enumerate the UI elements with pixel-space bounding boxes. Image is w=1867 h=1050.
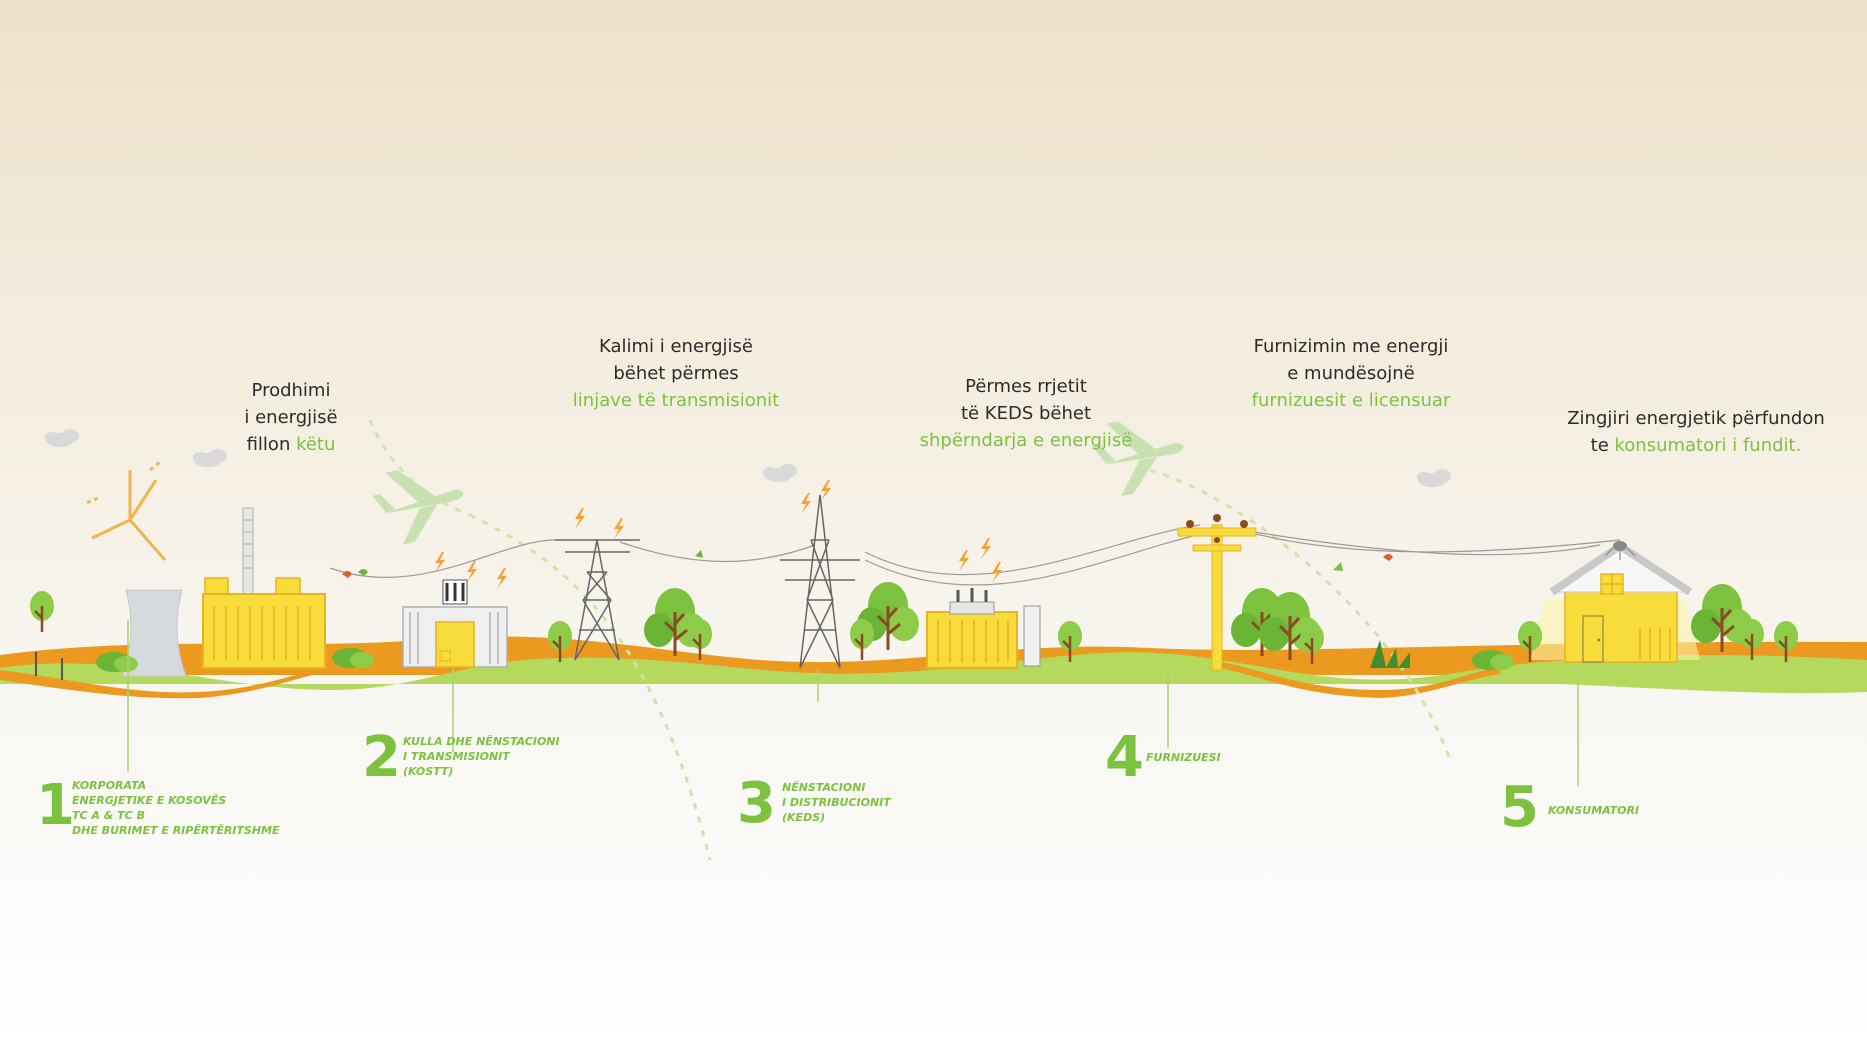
house-icon — [1530, 541, 1700, 662]
step-label-line: KONSUMATORI — [1548, 803, 1639, 818]
caption-highlight: këtu — [296, 434, 335, 455]
caption-line: të KEDS bëhet — [886, 400, 1166, 427]
step-number: 5 — [1500, 780, 1539, 836]
caption-consumer: Zingjiri energjetik përfundon te konsuma… — [1546, 405, 1846, 459]
lightning-bolt-icon — [575, 508, 624, 539]
cloud-icon — [45, 429, 79, 447]
tree-icon — [30, 591, 54, 632]
step-number: 4 — [1105, 730, 1144, 786]
caption-distribution: Përmes rrjetit të KEDS bëhet shpërndarja… — [886, 373, 1166, 454]
lightning-bolt-icon — [801, 480, 831, 514]
transmission-substation-icon — [403, 580, 507, 667]
step-number: 1 — [36, 778, 75, 834]
step-label: KONSUMATORI — [1548, 803, 1639, 818]
airplane-icon — [368, 458, 471, 549]
caption-highlight: linjave të transmisionit — [536, 387, 816, 414]
cloud-icon — [763, 464, 797, 482]
step-label-line: I DISTRIBUCIONIT — [782, 795, 891, 810]
step-number: 2 — [362, 730, 401, 786]
caption-line: i energjisë — [191, 404, 391, 431]
caption-production: Prodhimi i energjisë fillon këtu — [191, 377, 391, 458]
caption-line: Zingjiri energjetik përfundon — [1546, 405, 1846, 432]
step-label-line: FURNIZUESI — [1146, 750, 1221, 765]
caption-highlight: furnizuesit e licensuar — [1216, 387, 1486, 414]
step-label-line: KULLA DHE NËNSTACIONI — [403, 734, 560, 749]
caption-line: fillon këtu — [191, 431, 391, 458]
caption-line: Kalimi i energjisë — [536, 333, 816, 360]
caption-line: te konsumatori i fundit. — [1546, 432, 1846, 459]
caption-line: e mundësojnë — [1216, 360, 1486, 387]
caption-line: Prodhimi — [191, 377, 391, 404]
step-label-line: I TRANSMISIONIT — [403, 749, 560, 764]
caption-highlight: shpërndarja e energjisë — [886, 427, 1166, 454]
step-label-line: (KOSTT) — [403, 764, 560, 779]
caption-highlight: konsumatori i fundit. — [1615, 435, 1802, 456]
wind-turbine-icon — [84, 462, 165, 560]
transmission-tower-icon — [780, 495, 860, 668]
caption-line: bëhet përmes — [536, 360, 816, 387]
step-label-line: DHE BURIMET E RIPËRTËRITSHME — [72, 823, 280, 838]
cloud-icon — [1417, 469, 1451, 487]
step-number: 3 — [737, 776, 776, 832]
step-label-line: TC A & TC B — [72, 808, 280, 823]
step-label: NËNSTACIONI I DISTRIBUCIONIT (KEDS) — [782, 780, 891, 825]
caption-prefix: te — [1591, 435, 1615, 456]
caption-prefix: fillon — [247, 434, 296, 455]
step-label: FURNIZUESI — [1146, 750, 1221, 765]
lightning-bolt-icon — [959, 538, 1002, 583]
step-label: KORPORATA ENERGJETIKE E KOSOVËS TC A & T… — [72, 778, 280, 838]
caption-line: Përmes rrjetit — [886, 373, 1166, 400]
step-label-line: ENERGJETIKE E KOSOVËS — [72, 793, 280, 808]
caption-transmission: Kalimi i energjisë bëhet përmes linjave … — [536, 333, 816, 414]
step-label-line: KORPORATA — [72, 778, 280, 793]
power-lines — [330, 525, 1620, 585]
bird-icon — [342, 550, 1393, 578]
step-label: KULLA DHE NËNSTACIONI I TRANSMISIONIT (K… — [403, 734, 560, 779]
step-label-line: NËNSTACIONI — [782, 780, 891, 795]
tree-icon — [850, 619, 874, 660]
power-plant-icon — [203, 508, 325, 668]
step-label-line: (KEDS) — [782, 810, 891, 825]
caption-supply: Furnizimin me energji e mundësojnë furni… — [1216, 333, 1486, 414]
caption-line: Furnizimin me energji — [1216, 333, 1486, 360]
